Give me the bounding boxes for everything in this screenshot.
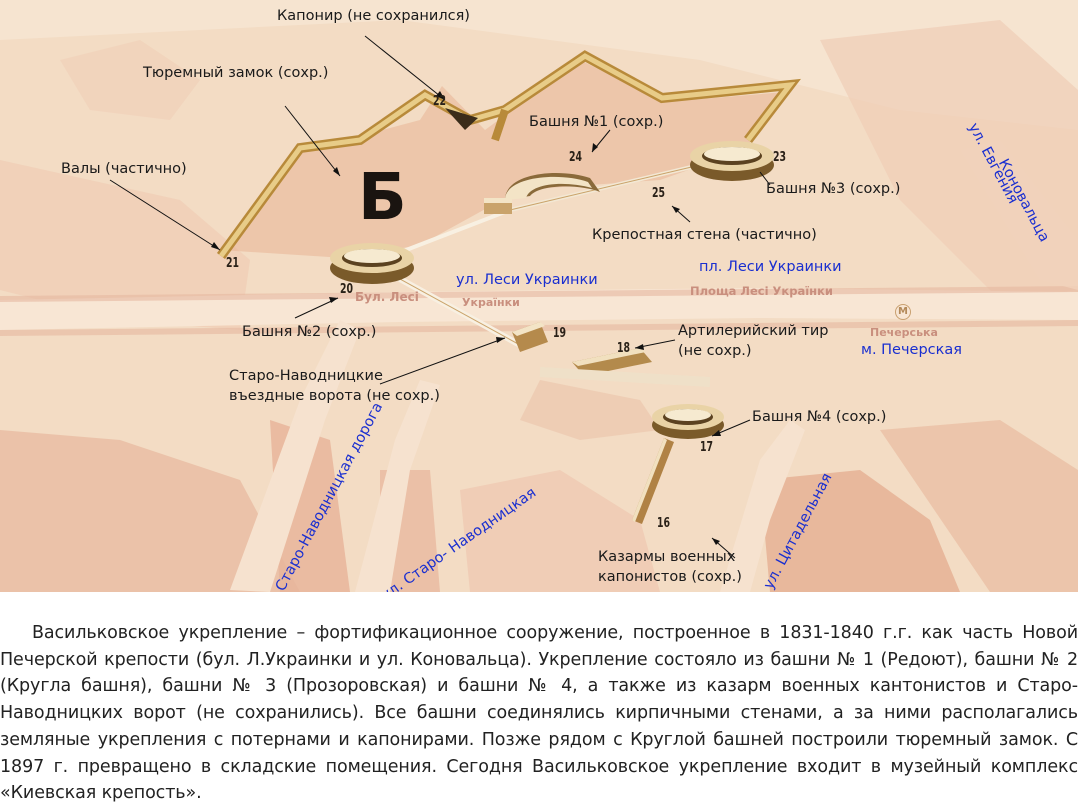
number-21: 21 — [226, 256, 240, 271]
label-tower-3: Башня №3 (сохр.) — [766, 181, 901, 197]
street-lesi-ukrainky: ул. Леси Украинки — [456, 272, 598, 288]
label-barracks-1: Казармы военных — [598, 549, 736, 565]
description-paragraph: Васильковское укрепление – фортификацион… — [0, 623, 1078, 804]
number-17: 17 — [700, 440, 714, 455]
label-gate-1: Старо-Наводницкие — [229, 368, 383, 384]
fortress-map: Б Бул. Лесі Українки Площа Лесі Українки… — [0, 0, 1078, 592]
label-ramparts: Валы (частично) — [61, 161, 187, 177]
number-18: 18 — [617, 341, 631, 356]
metro-icon: М — [895, 304, 911, 320]
label-tower-2: Башня №2 (сохр.) — [242, 324, 377, 340]
square-lesi-ukrainky: пл. Леси Украинки — [699, 259, 842, 275]
label-artillery-range-2: (не сохр.) — [678, 343, 752, 359]
metro-pecherska: м. Печерская — [861, 342, 963, 358]
label-tower-4: Башня №4 (сохр.) — [752, 409, 887, 425]
faint-square-label: Площа Лесі Українки — [690, 284, 833, 298]
faint-metro-label: Печерська — [870, 326, 938, 339]
faint-blvd-label: Бул. Лесі — [355, 290, 419, 304]
number-23: 23 — [773, 150, 787, 165]
label-gate-2: въездные ворота (не сохр.) — [229, 388, 440, 404]
number-19: 19 — [553, 326, 567, 341]
district-letter: Б — [358, 161, 407, 235]
label-tower-1: Башня №1 (сохр.) — [529, 114, 664, 130]
label-artillery-range-1: Артилерийский тир — [678, 323, 829, 339]
faint-blvd-label-2: Українки — [462, 296, 520, 309]
label-prison-castle: Тюремный замок (сохр.) — [143, 65, 329, 81]
number-25: 25 — [652, 186, 666, 201]
label-fortress-wall: Крепостная стена (частично) — [592, 227, 817, 243]
number-24: 24 — [569, 150, 583, 165]
map-drawing — [0, 0, 1078, 592]
number-20: 20 — [340, 282, 354, 297]
label-caponier: Капонир (не сохранился) — [277, 8, 470, 24]
number-16: 16 — [657, 516, 671, 531]
number-22: 22 — [433, 94, 447, 109]
label-barracks-2: капонистов (сохр.) — [598, 569, 742, 585]
